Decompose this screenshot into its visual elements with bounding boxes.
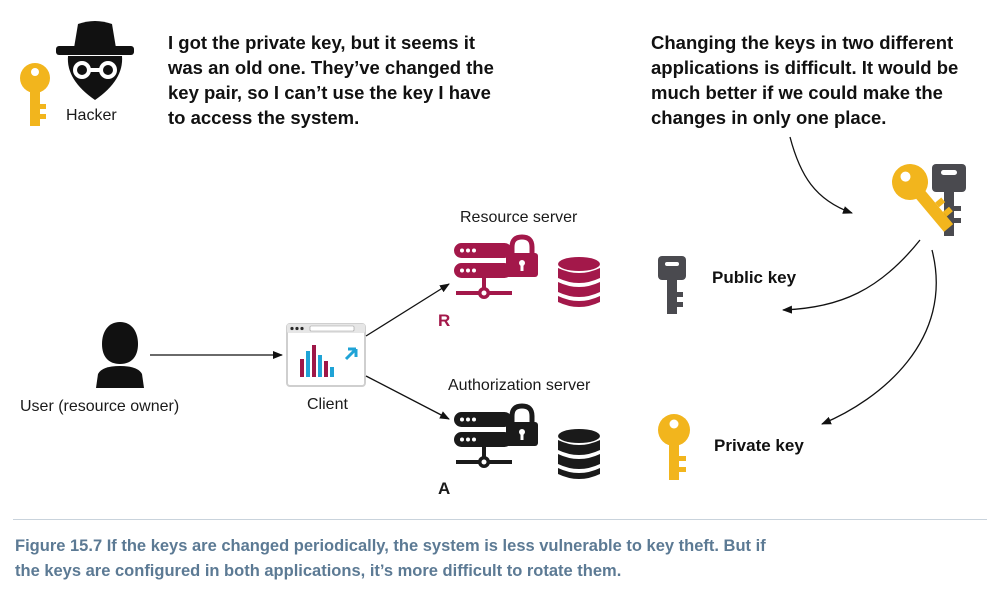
- authorization-server-icon: [454, 403, 538, 468]
- keys-to-private-arrow: [821, 249, 937, 425]
- caption-top-rule: [13, 519, 987, 520]
- resource-server-letter: R: [438, 311, 451, 330]
- client-window-icon: [286, 323, 366, 387]
- user-icon: [96, 322, 144, 388]
- key-pair-icon: [892, 164, 966, 236]
- resource-database-icon: [558, 257, 600, 307]
- public-key-icon: [658, 256, 686, 314]
- hacker-label: Hacker: [66, 107, 117, 124]
- figure-caption: Figure 15.7 If the keys are changed peri…: [15, 537, 766, 580]
- authorization-server-label: Authorization server: [448, 377, 591, 394]
- user-label: User (resource owner): [20, 398, 180, 415]
- client-to-resource-arrow: [365, 283, 450, 337]
- client-label: Client: [307, 396, 348, 413]
- private-key-icon: [658, 414, 690, 480]
- public-key-label: Public key: [712, 268, 797, 287]
- hacker-key-icon: [20, 63, 50, 126]
- keys-to-public-arrow: [782, 239, 921, 314]
- private-key-label: Private key: [714, 436, 804, 455]
- authorization-server-letter: A: [438, 479, 451, 498]
- admin-note: Changing the keys in two different appli…: [651, 32, 959, 128]
- resource-server-icon: [454, 234, 538, 299]
- client-to-authorization-arrow: [365, 375, 450, 420]
- hacker-icon: [56, 21, 134, 100]
- resource-server-label: Resource server: [460, 209, 578, 226]
- hacker-quote: I got the private key, but it seems it w…: [168, 32, 494, 128]
- note-to-keys-arrow: [789, 136, 853, 214]
- authorization-database-icon: [558, 429, 600, 479]
